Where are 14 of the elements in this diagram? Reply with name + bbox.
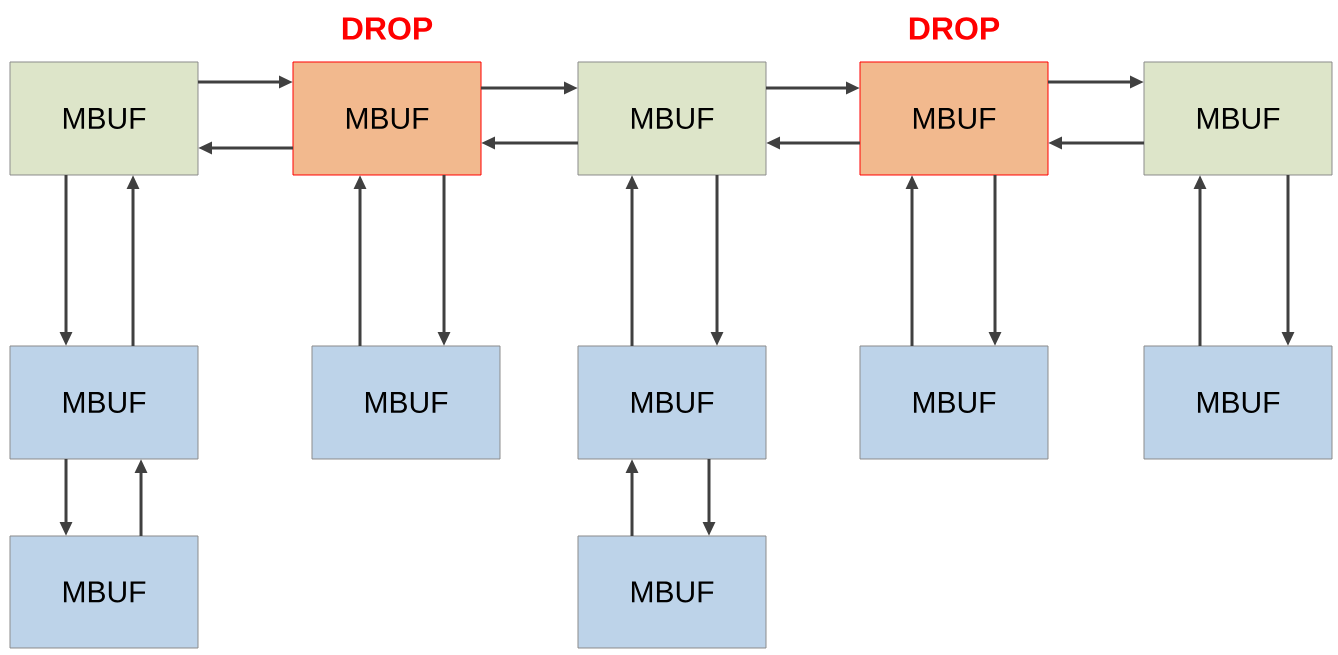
- process-box: MBUF: [9, 535, 199, 649]
- process-box: MBUF: [859, 61, 1049, 176]
- drop-label: DROP: [909, 17, 1000, 40]
- process-box: MBUF: [9, 345, 199, 460]
- process-box: MBUF: [311, 345, 501, 460]
- process-box: MBUF: [577, 61, 767, 176]
- process-box: MBUF: [577, 535, 767, 649]
- drop-label: DROP: [342, 17, 433, 40]
- process-box: MBUF: [859, 345, 1049, 460]
- process-box: MBUF: [292, 61, 482, 176]
- process-box: MBUF: [1143, 61, 1333, 176]
- process-box: MBUF: [1143, 345, 1333, 460]
- process-box: MBUF: [9, 61, 199, 176]
- process-box: MBUF: [577, 345, 767, 460]
